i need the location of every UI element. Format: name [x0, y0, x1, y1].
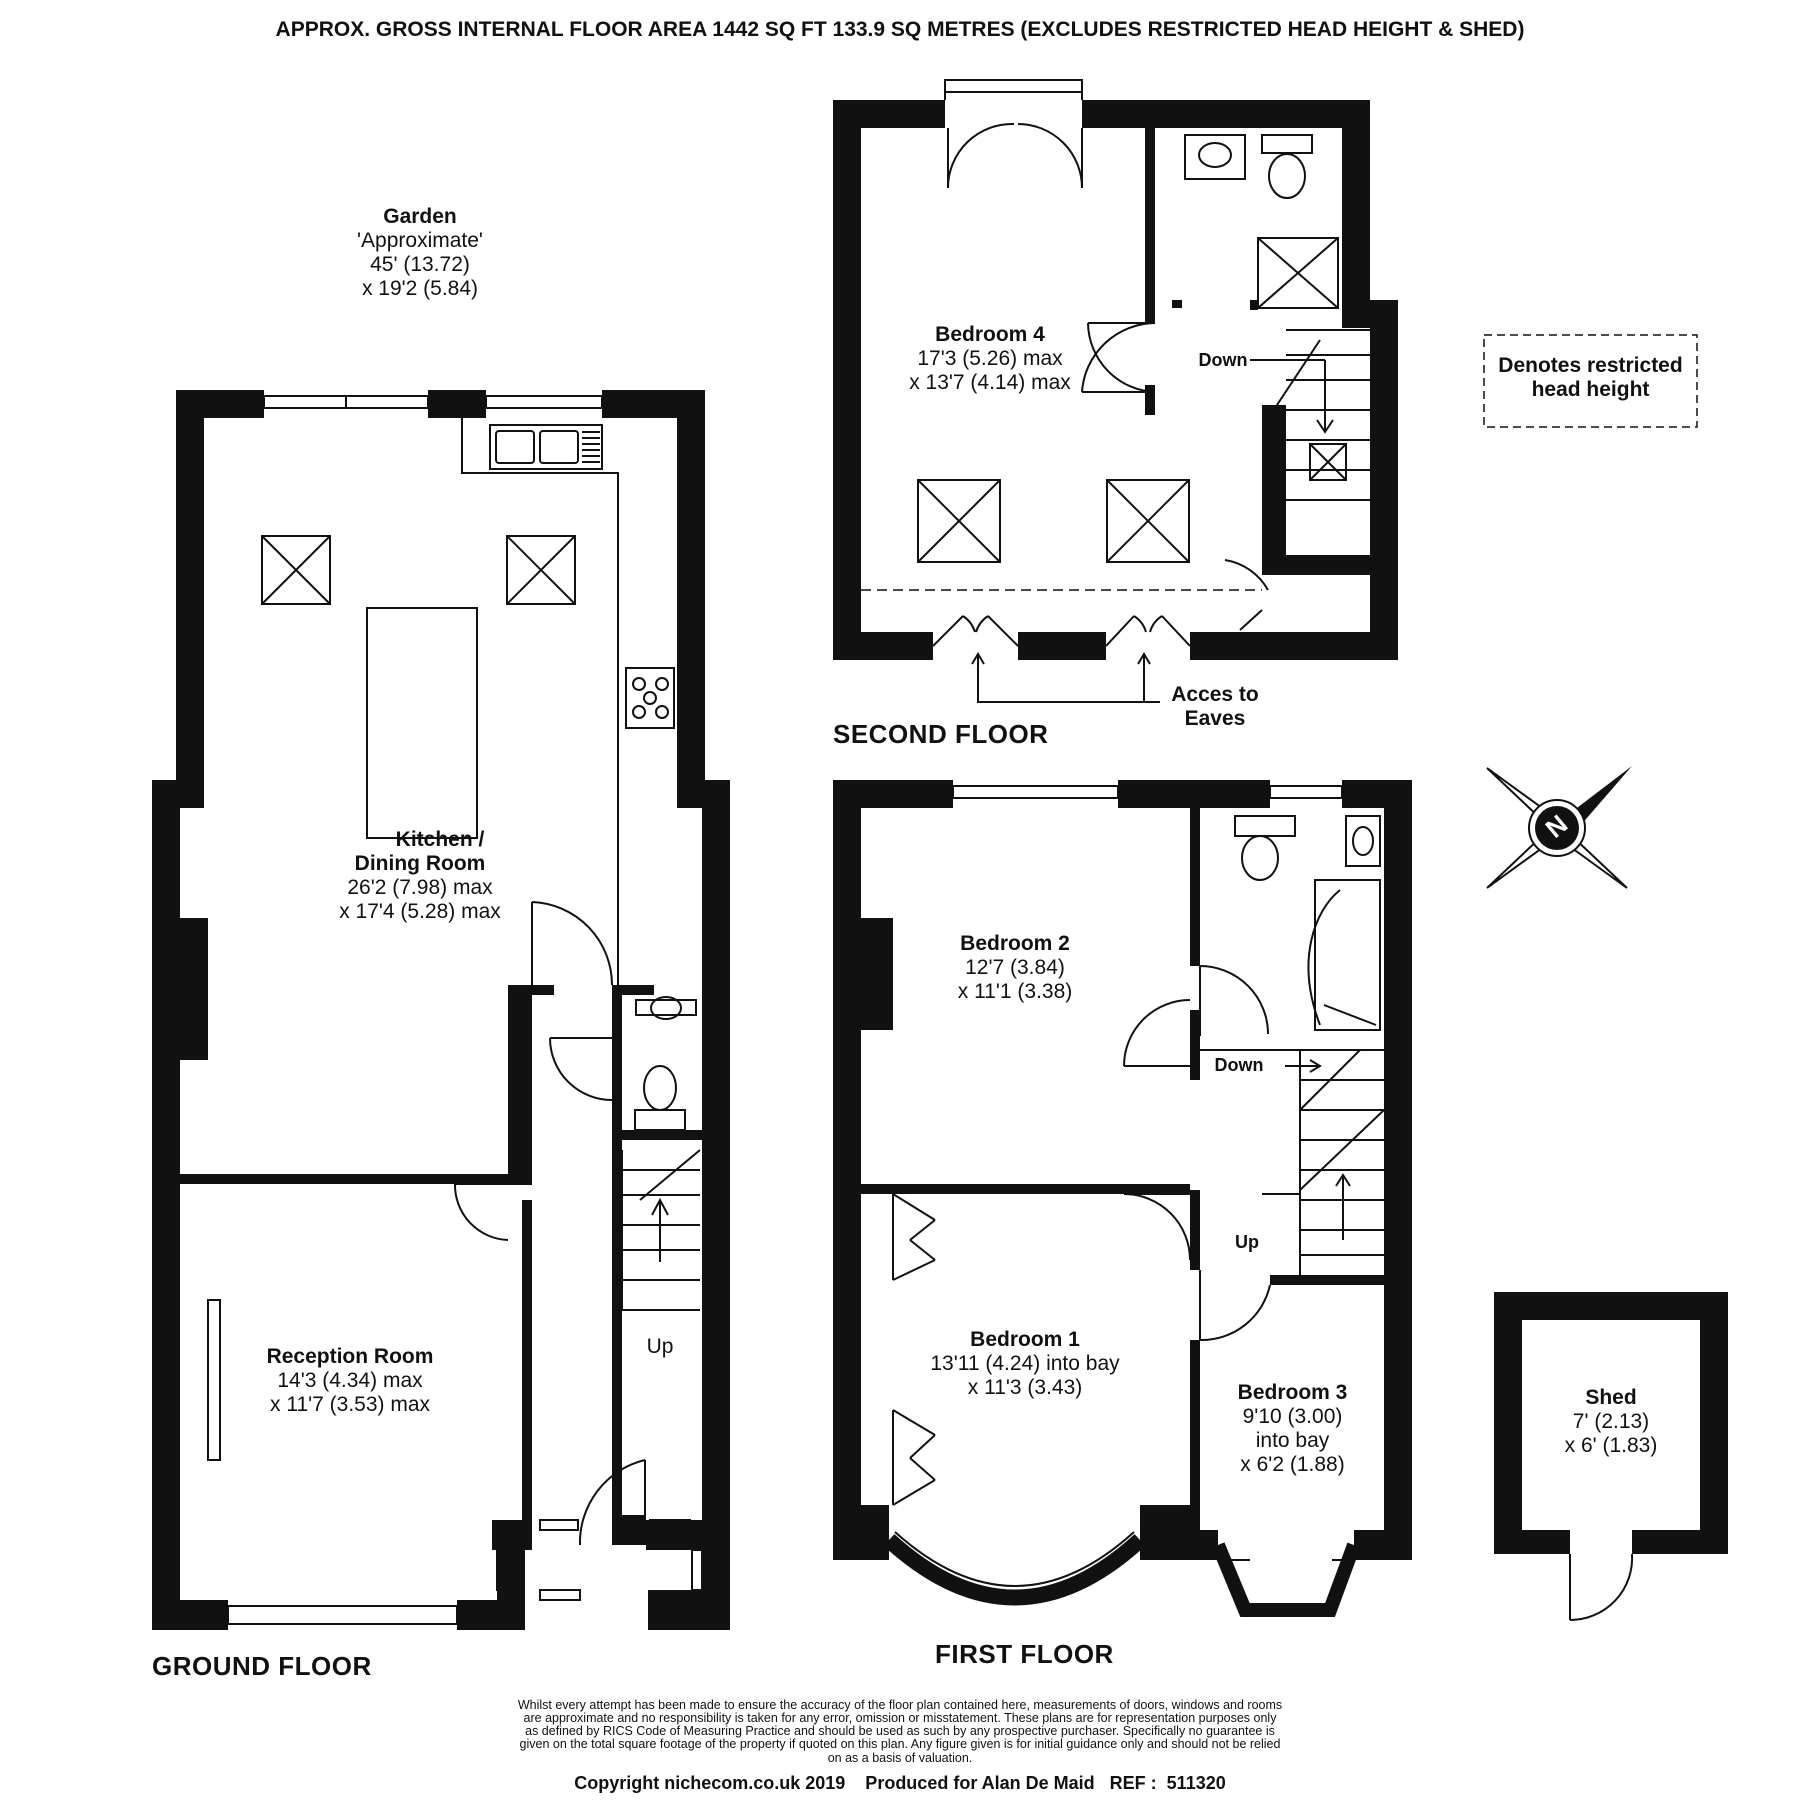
- garden-dim2: x 19'2 (5.84): [361, 277, 479, 301]
- area-header: APPROX. GROSS INTERNAL FLOOR AREA 1442 S…: [275, 18, 1525, 41]
- garden-name: Garden: [383, 205, 457, 228]
- second-floor-walls: [833, 100, 1398, 660]
- legend-line2: head height: [1531, 378, 1650, 402]
- reception-dim2: x 11'7 (3.53) max: [269, 1393, 431, 1417]
- disclaimer-line: are approximate and no responsibility is…: [523, 1711, 1277, 1726]
- second-stair-down-label: Down: [1198, 350, 1248, 370]
- bedroom2-dim2: x 11'1 (3.38): [957, 980, 1073, 1004]
- bedroom4-name: Bedroom 4: [935, 323, 1045, 346]
- disclaimer-line: as defined by RICS Code of Measuring Pra…: [525, 1724, 1275, 1739]
- reception-label: Reception Room 14'3 (4.34) max x 11'7 (3…: [230, 1345, 470, 1417]
- copyright-text: Copyright nichecom.co.uk 2019 Produced f…: [574, 1773, 1226, 1793]
- garden-dim1: 45' (13.72): [370, 253, 470, 277]
- bedroom2-dim1: 12'7 (3.84): [965, 956, 1065, 980]
- first-stair-up-label: Up: [1235, 1232, 1259, 1252]
- bedroom2-name: Bedroom 2: [960, 932, 1070, 955]
- kitchen-label: Kitchen / Dining Room 26'2 (7.98) max x …: [300, 828, 540, 925]
- north-compass-icon: [1486, 766, 1632, 889]
- second-floor-title: SECOND FLOOR: [833, 719, 1049, 749]
- ground-floor-walls: [152, 390, 730, 1630]
- bedroom1-dim2: x 11'3 (3.43): [967, 1376, 1083, 1400]
- disclaimer-line: given on the total square footage of the…: [519, 1737, 1281, 1752]
- first-floor-walls: [833, 780, 1728, 1560]
- bedroom1-label: Bedroom 1 13'11 (4.24) into bay x 11'3 (…: [900, 1328, 1150, 1400]
- bedroom3-dim2: into bay: [1255, 1429, 1330, 1453]
- bedroom2-label: Bedroom 2 12'7 (3.84) x 11'1 (3.38): [910, 932, 1120, 1004]
- legend-line1: Denotes restricted: [1498, 354, 1683, 377]
- restricted-height-legend: Denotes restricted head height: [1484, 354, 1697, 402]
- eaves-line1: Acces to: [1171, 683, 1259, 706]
- bedroom3-dim1: 9'10 (3.00): [1242, 1405, 1343, 1429]
- bedroom3-dim3: x 6'2 (1.88): [1240, 1453, 1345, 1477]
- kitchen-name2: Dining Room: [354, 852, 486, 876]
- bedroom4-label: Bedroom 4 17'3 (5.26) max x 13'7 (4.14) …: [880, 323, 1100, 395]
- bedroom1-dim1: 13'11 (4.24) into bay: [930, 1352, 1120, 1376]
- disclaimer-line: on as a basis of valuation.: [827, 1750, 973, 1765]
- shed-dim2: x 6' (1.83): [1564, 1434, 1658, 1458]
- bedroom3-name: Bedroom 3: [1237, 1381, 1348, 1404]
- shed-name: Shed: [1585, 1386, 1637, 1409]
- garden-label: Garden 'Approximate' 45' (13.72) x 19'2 …: [300, 205, 540, 302]
- eaves-access-label: Acces to Eaves: [1150, 683, 1280, 731]
- disclaimer-line: Whilst every attempt has been made to en…: [517, 1698, 1283, 1712]
- shed-dim1: 7' (2.13): [1572, 1410, 1650, 1434]
- bedroom1-name: Bedroom 1: [970, 1328, 1080, 1351]
- first-floor-title: FIRST FLOOR: [935, 1639, 1114, 1669]
- shed-label: Shed 7' (2.13) x 6' (1.83): [1522, 1386, 1700, 1458]
- bedroom3-label: Bedroom 3 9'10 (3.00) into bay x 6'2 (1.…: [1205, 1381, 1380, 1478]
- bedroom4-dim2: x 13'7 (4.14) max: [909, 371, 1071, 395]
- reception-name: Reception Room: [266, 1345, 434, 1368]
- reception-dim1: 14'3 (4.34) max: [277, 1369, 423, 1393]
- garden-note: 'Approximate': [357, 229, 483, 253]
- bedroom4-dim1: 17'3 (5.26) max: [917, 347, 1063, 371]
- kitchen-dim1: 26'2 (7.98) max: [347, 876, 493, 900]
- kitchen-dim2: x 17'4 (5.28) max: [339, 900, 501, 924]
- ground-stair-up-label: Up: [646, 1335, 674, 1358]
- kitchen-name1: Kitchen /: [395, 828, 485, 851]
- disclaimer-text: Whilst every attempt has been made to en…: [380, 1698, 1420, 1765]
- eaves-line2: Eaves: [1184, 707, 1246, 731]
- ground-floor-title: GROUND FLOOR: [152, 1651, 372, 1681]
- first-stair-down-label: Down: [1214, 1055, 1264, 1075]
